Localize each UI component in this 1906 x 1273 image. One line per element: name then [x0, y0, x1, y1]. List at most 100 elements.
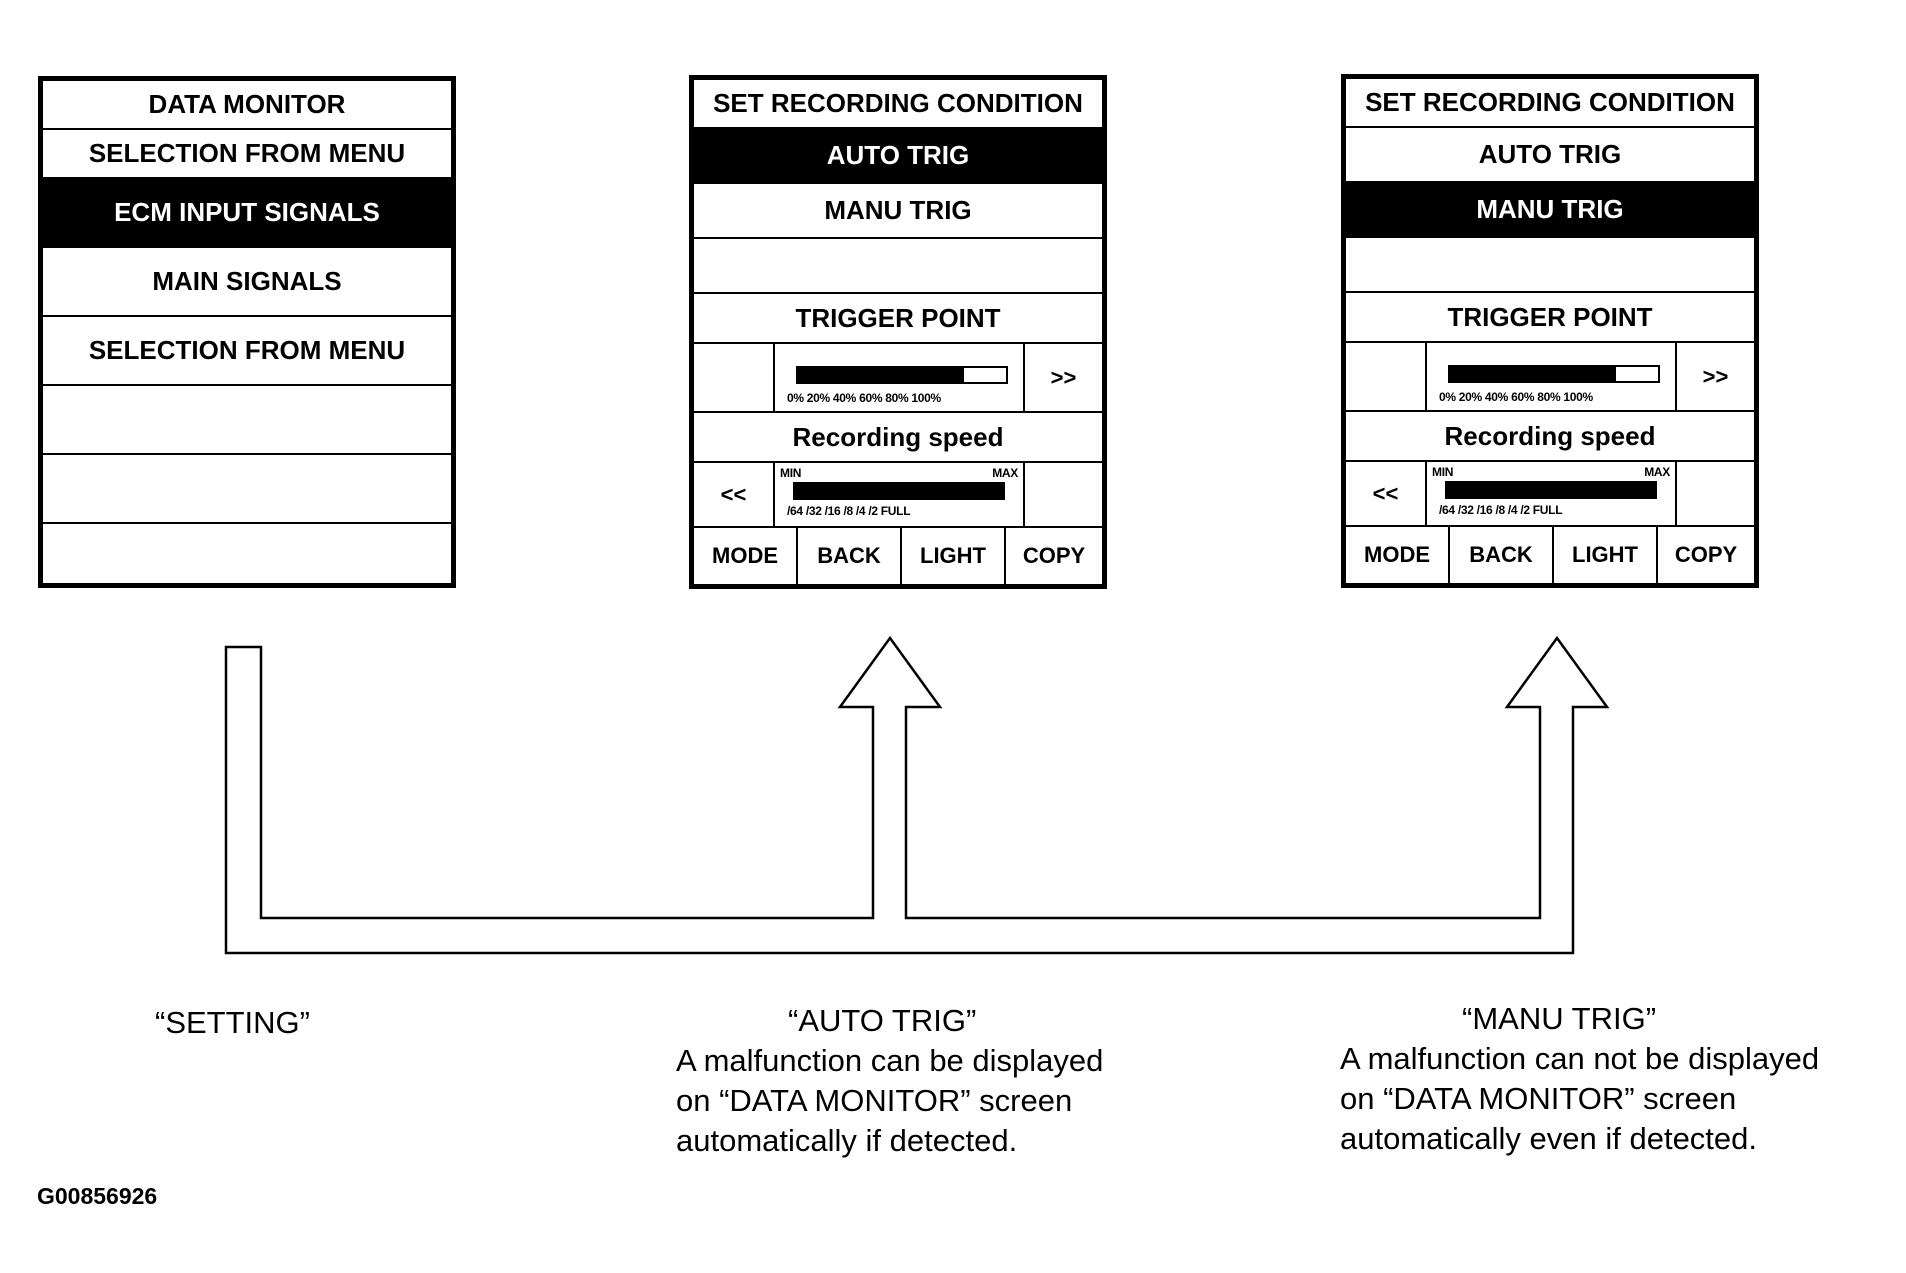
trigger-level-fill	[798, 368, 965, 382]
recording-speed-gauge[interactable]: MIN MAX /64 /32 /16 /8 /4 /2 FULL	[1427, 462, 1677, 525]
copy-button[interactable]: COPY	[1658, 527, 1754, 583]
trigger-scale-labels: 0% 20% 40% 60% 80% 100%	[787, 391, 941, 405]
trigger-point-row: 0% 20% 40% 60% 80% 100% >>	[694, 344, 1102, 413]
blank-cell	[694, 344, 775, 411]
copy-button[interactable]: COPY	[1006, 528, 1102, 584]
option-label: MANU TRIG	[824, 195, 972, 225]
next-button[interactable]: >>	[1677, 343, 1754, 410]
trigger-track	[1448, 365, 1660, 383]
trigger-track	[796, 366, 1008, 384]
speed-track	[1445, 481, 1657, 499]
manu-trig-caption: “MANU TRIG” A malfunction can not be dis…	[1340, 999, 1819, 1159]
menu-item-label: SELECTION FROM MENU	[88, 335, 406, 365]
prev-label: <<	[720, 481, 747, 507]
figure-id: G00856926	[37, 1183, 157, 1210]
trigger-point-label: TRIGGER POINT	[1346, 293, 1754, 343]
auto-trig-caption-title: “AUTO TRIG”	[788, 1003, 977, 1038]
setting-caption: “SETTING”	[155, 1003, 310, 1043]
auto-trig-caption: “AUTO TRIG” A malfunction can be display…	[676, 1001, 1103, 1161]
next-label: >>	[1702, 363, 1729, 389]
auto-trig-caption-line: A malfunction can be displayed	[676, 1043, 1104, 1078]
figure-id-text: G00856926	[37, 1183, 158, 1209]
softkey-label: LIGHT	[1572, 542, 1638, 567]
softkey-label: BACK	[1469, 542, 1533, 567]
data-monitor-screen: DATA MONITOR SELECTION FROM MENU ECM INP…	[38, 76, 456, 588]
recording-speed-row: << MIN MAX /64 /32 /16 /8 /4 /2 FULL	[1346, 462, 1754, 527]
prev-button[interactable]: <<	[1346, 462, 1427, 525]
title-text: SET RECORDING CONDITION	[713, 88, 1083, 118]
auto-trig-caption-line: on “DATA MONITOR” screen	[676, 1083, 1073, 1118]
menu-item-label: SELECTION FROM MENU	[88, 138, 406, 168]
manu-trig-caption-line: A malfunction can not be displayed	[1340, 1041, 1820, 1076]
title-text: SET RECORDING CONDITION	[1365, 87, 1735, 117]
recording-speed-label: Recording speed	[694, 413, 1102, 463]
speed-scale-labels: /64 /32 /16 /8 /4 /2 FULL	[787, 504, 911, 518]
connector-arrow-outline	[224, 635, 1610, 955]
blank-cell	[1346, 343, 1427, 410]
recording-speed-label: Recording speed	[1346, 412, 1754, 462]
prev-label: <<	[1372, 480, 1399, 506]
speed-max-label: MAX	[1644, 465, 1670, 479]
menu-item-empty	[43, 524, 451, 583]
manu-trig-caption-line: on “DATA MONITOR” screen	[1340, 1081, 1737, 1116]
option-manu-trig[interactable]: MANU TRIG	[1346, 183, 1754, 238]
manu-trig-caption-title: “MANU TRIG”	[1462, 1001, 1657, 1036]
softkey-label: COPY	[1674, 542, 1738, 567]
label-text: Recording speed	[792, 421, 1004, 452]
speed-min-label: MIN	[780, 466, 802, 480]
option-auto-trig[interactable]: AUTO TRIG	[694, 129, 1102, 184]
light-button[interactable]: LIGHT	[902, 528, 1006, 584]
softkey-row: MODE BACK LIGHT COPY	[694, 528, 1102, 584]
back-button[interactable]: BACK	[1450, 527, 1554, 583]
next-button[interactable]: >>	[1025, 344, 1102, 411]
menu-item-ecm-input-signals[interactable]: ECM INPUT SIGNALS	[43, 179, 451, 248]
next-label: >>	[1050, 364, 1077, 390]
option-label: MANU TRIG	[1476, 194, 1624, 224]
light-button[interactable]: LIGHT	[1554, 527, 1658, 583]
softkey-label: COPY	[1022, 543, 1086, 568]
manu-trig-caption-line: automatically even if detected.	[1340, 1121, 1758, 1156]
speed-level-fill	[1445, 481, 1657, 499]
trigger-point-row: 0% 20% 40% 60% 80% 100% >>	[1346, 343, 1754, 412]
softkey-label: BACK	[817, 543, 881, 568]
menu-item-label: ECM INPUT SIGNALS	[114, 197, 380, 227]
softkey-label: LIGHT	[920, 543, 986, 568]
option-manu-trig[interactable]: MANU TRIG	[694, 184, 1102, 239]
label-text: TRIGGER POINT	[795, 302, 1001, 333]
trigger-point-label: TRIGGER POINT	[694, 294, 1102, 344]
speed-max-label: MAX	[992, 466, 1018, 480]
prev-button[interactable]: <<	[694, 463, 775, 526]
recording-speed-gauge[interactable]: MIN MAX /64 /32 /16 /8 /4 /2 FULL	[775, 463, 1025, 526]
recording-speed-row: << MIN MAX /64 /32 /16 /8 /4 /2 FULL	[694, 463, 1102, 528]
speed-scale-labels: /64 /32 /16 /8 /4 /2 FULL	[1439, 503, 1563, 517]
menu-item-selection-from-menu-2[interactable]: SELECTION FROM MENU	[43, 317, 451, 386]
trigger-scale-labels: 0% 20% 40% 60% 80% 100%	[1439, 390, 1593, 404]
screen-title: SET RECORDING CONDITION	[1346, 79, 1754, 128]
setting-caption-text: “SETTING”	[155, 1005, 310, 1040]
blank-cell	[1025, 463, 1102, 526]
trigger-point-gauge[interactable]: 0% 20% 40% 60% 80% 100%	[775, 344, 1025, 411]
option-auto-trig[interactable]: AUTO TRIG	[1346, 128, 1754, 183]
empty-row	[1346, 238, 1754, 293]
trigger-point-gauge[interactable]: 0% 20% 40% 60% 80% 100%	[1427, 343, 1677, 410]
screen-title: DATA MONITOR	[43, 81, 451, 130]
title-text: DATA MONITOR	[148, 89, 346, 119]
mode-button[interactable]: MODE	[694, 528, 798, 584]
softkey-row: MODE BACK LIGHT COPY	[1346, 527, 1754, 583]
speed-min-label: MIN	[1432, 465, 1454, 479]
option-label: AUTO TRIG	[826, 140, 970, 170]
menu-item-label: MAIN SIGNALS	[152, 266, 342, 296]
menu-item-main-signals[interactable]: MAIN SIGNALS	[43, 248, 451, 317]
menu-item-selection-from-menu[interactable]: SELECTION FROM MENU	[43, 130, 451, 179]
label-text: Recording speed	[1444, 420, 1656, 451]
menu-item-empty	[43, 386, 451, 455]
blank-cell	[1677, 462, 1754, 525]
back-button[interactable]: BACK	[798, 528, 902, 584]
auto-trig-screen: SET RECORDING CONDITION AUTO TRIG MANU T…	[689, 75, 1107, 589]
option-label: AUTO TRIG	[1478, 139, 1622, 169]
screen-title: SET RECORDING CONDITION	[694, 80, 1102, 129]
mode-button[interactable]: MODE	[1346, 527, 1450, 583]
softkey-label: MODE	[712, 543, 778, 568]
manu-trig-screen: SET RECORDING CONDITION AUTO TRIG MANU T…	[1341, 74, 1759, 588]
